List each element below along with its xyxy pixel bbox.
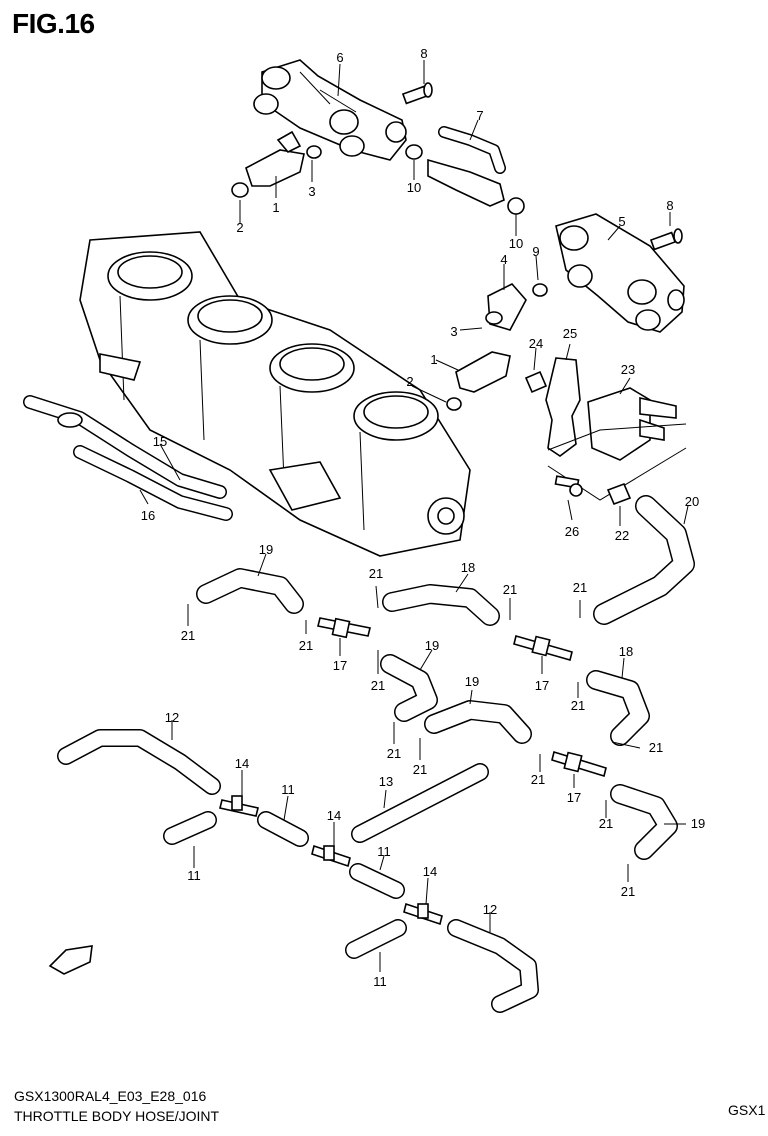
callout-10-b: 10 (509, 236, 523, 251)
callout-1-b: 1 (430, 352, 437, 367)
callout-15: 15 (153, 434, 167, 449)
callout-26: 26 (565, 524, 579, 539)
throttle-body-assembly (79, 231, 471, 557)
callout-22: 22 (615, 528, 629, 543)
hose-20 (593, 495, 695, 625)
callout-21-i: 21 (413, 762, 427, 777)
o-ring-upper (306, 145, 322, 159)
callout-21-a: 21 (181, 628, 195, 643)
callout-21-m: 21 (621, 884, 635, 899)
callout-21-l: 21 (599, 816, 613, 831)
callout-2-a: 2 (236, 220, 243, 235)
callout-11-d: 11 (373, 974, 387, 989)
callout-25: 25 (563, 326, 577, 341)
callout-13: 13 (379, 774, 393, 789)
callout-14-b: 14 (327, 808, 341, 823)
bolt-26 (554, 475, 583, 497)
callout-11-a: 11 (281, 782, 295, 797)
solenoid-valve-23 (587, 387, 677, 461)
bolt-lower (649, 228, 683, 251)
callout-8-b: 8 (666, 198, 673, 213)
callout-1-a: 1 (272, 200, 279, 215)
fuel-pipe (427, 126, 506, 207)
callout-19-d: 19 (691, 816, 705, 831)
right-code: GSX1 (728, 1102, 766, 1118)
hose-15-16 (23, 395, 233, 521)
callout-24: 24 (529, 336, 543, 351)
callout-21-d: 21 (573, 580, 587, 595)
callout-7: 7 (476, 108, 483, 123)
callout-21-e: 21 (299, 638, 313, 653)
o-ring-9 (532, 283, 548, 297)
callout-6: 6 (336, 50, 343, 65)
callout-18-a: 18 (461, 560, 475, 575)
callout-2-b: 2 (406, 374, 413, 389)
callout-17-a: 17 (333, 658, 347, 673)
hose-network-lower (57, 729, 539, 1013)
callout-21-f: 21 (371, 678, 385, 693)
clamp-22 (606, 482, 632, 506)
fuel-rail-upper (253, 59, 407, 161)
section-name: THROTTLE BODY HOSE/JOINT (14, 1108, 220, 1124)
callout-12-b: 12 (483, 902, 497, 917)
callout-4: 4 (500, 252, 507, 267)
bolt-upper (401, 82, 433, 105)
callout-17-c: 17 (567, 790, 581, 805)
fuel-rail-lower (555, 213, 685, 333)
callout-3-b: 3 (450, 324, 457, 339)
callout-11-c: 11 (187, 868, 201, 883)
nut-24 (524, 370, 548, 394)
leader-lines (139, 60, 689, 972)
injector-lower (446, 351, 511, 411)
callout-12-a: 12 (165, 710, 179, 725)
callout-21-c: 21 (503, 582, 517, 597)
o-ring-10-b (507, 197, 525, 215)
callout-21-k: 21 (531, 772, 545, 787)
callout-11-b: 11 (377, 844, 391, 859)
bracket-25 (545, 357, 581, 457)
callout-19-c: 19 (465, 674, 479, 689)
o-ring-3-lower (485, 311, 503, 325)
callout-23: 23 (621, 362, 635, 377)
callout-3-a: 3 (308, 184, 315, 199)
figure-title: FIG.16 (12, 8, 95, 39)
callout-labels: 1 2 3 6 8 7 10 10 5 8 9 4 3 1 2 24 25 23… (141, 46, 705, 989)
callout-19-a: 19 (259, 542, 273, 557)
o-ring-10-a (405, 144, 423, 160)
front-arrow-icon (48, 945, 93, 975)
callout-21-j: 21 (649, 740, 663, 755)
callout-9: 9 (532, 244, 539, 259)
callout-19-b: 19 (425, 638, 439, 653)
hose-network-upper (196, 568, 678, 860)
callout-21-g: 21 (571, 698, 585, 713)
callout-14-a: 14 (235, 756, 249, 771)
injector-upper (231, 130, 305, 198)
callout-8-a: 8 (420, 46, 427, 61)
callout-21-b: 21 (369, 566, 383, 581)
callout-21-h: 21 (387, 746, 401, 761)
model-code: GSX1300RAL4_E03_E28_016 (14, 1088, 207, 1104)
callout-14-c: 14 (423, 864, 437, 879)
callout-17-b: 17 (535, 678, 549, 693)
callout-20: 20 (685, 494, 699, 509)
callout-18-b: 18 (619, 644, 633, 659)
callout-16: 16 (141, 508, 155, 523)
callout-5: 5 (618, 214, 625, 229)
callout-10-a: 10 (407, 180, 421, 195)
